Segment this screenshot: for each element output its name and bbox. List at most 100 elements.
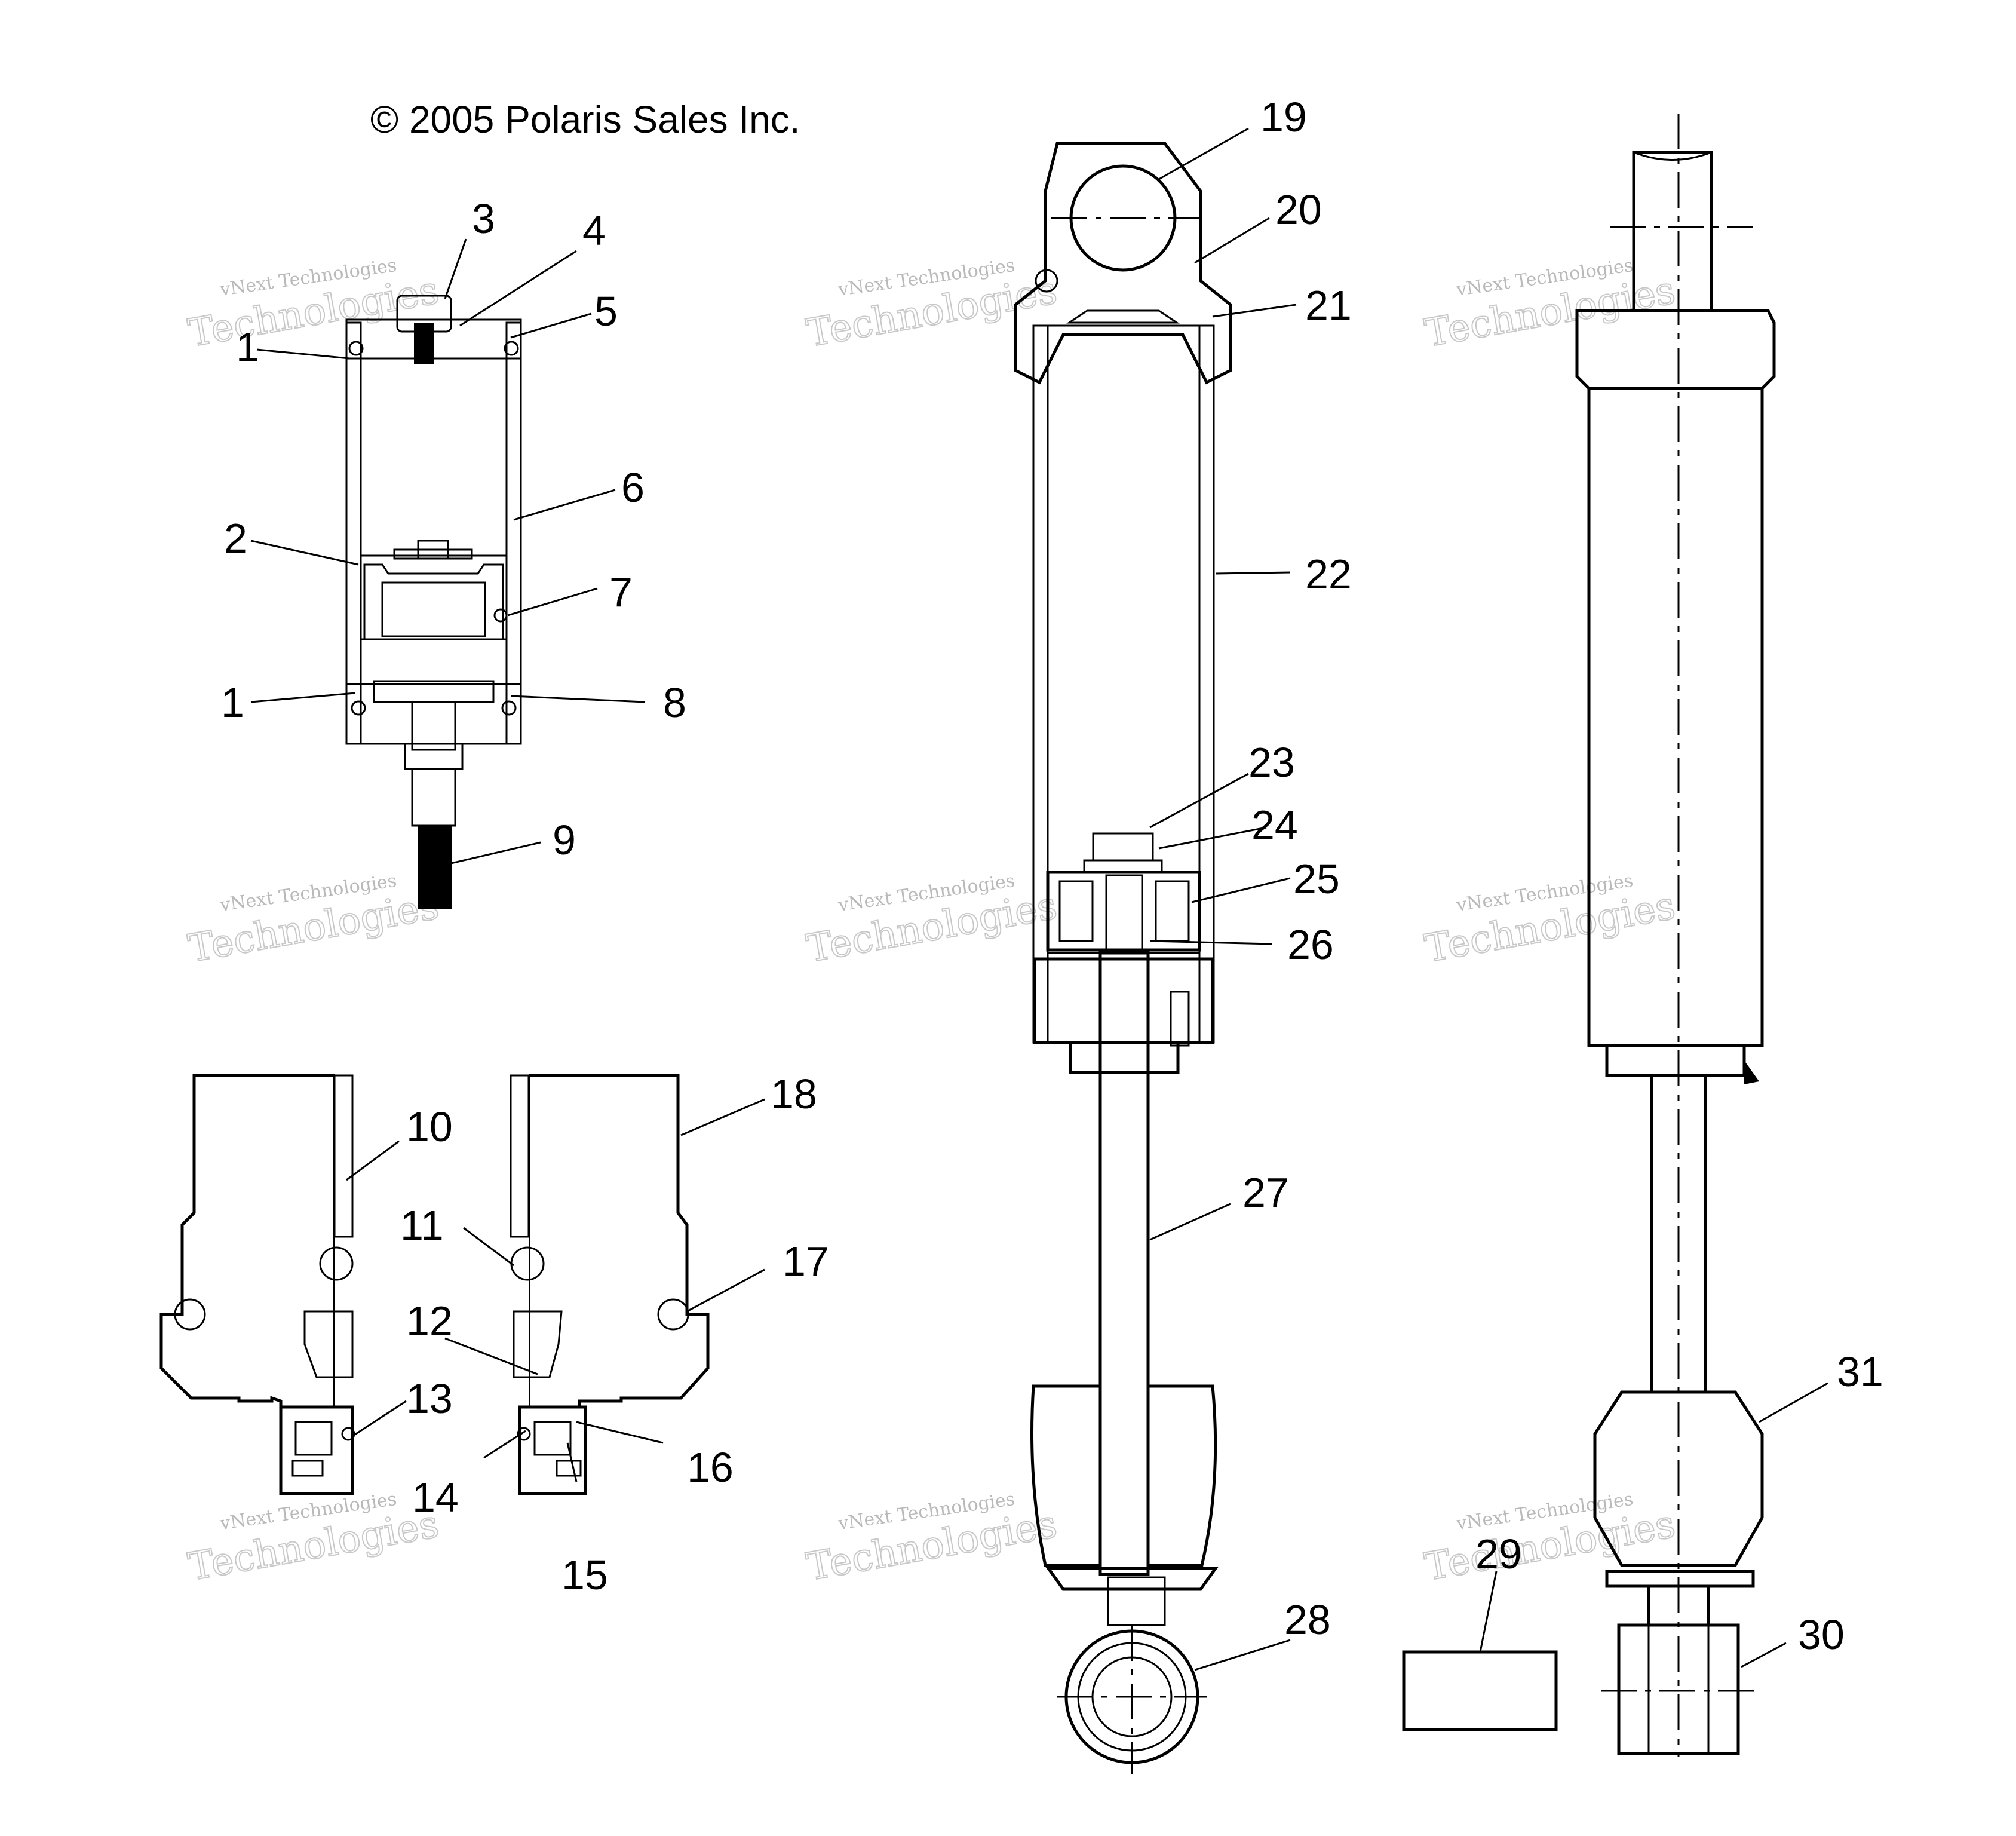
watermark-6: vNext Technologies Technologies bbox=[1421, 871, 1679, 972]
callout-30: 30 bbox=[1798, 1611, 1845, 1658]
reservoir-chamber bbox=[360, 357, 508, 557]
callout-3: 3 bbox=[472, 195, 495, 242]
washer-left bbox=[291, 1460, 324, 1477]
body-collar bbox=[1605, 1044, 1746, 1077]
callout-28: 28 bbox=[1284, 1596, 1331, 1643]
bumper-cup bbox=[1045, 1567, 1219, 1591]
bumper bbox=[1593, 1390, 1764, 1567]
fitting-nut bbox=[404, 743, 464, 770]
washer-right bbox=[556, 1460, 582, 1477]
piston-cavity bbox=[381, 581, 486, 637]
wiper-right bbox=[533, 1421, 572, 1456]
bushing-left bbox=[333, 1074, 354, 1238]
hose-fitting bbox=[411, 701, 456, 751]
rod-end-thread bbox=[1107, 1576, 1166, 1626]
callout-31: 31 bbox=[1837, 1348, 1883, 1395]
callout-13: 13 bbox=[406, 1375, 453, 1422]
hose bbox=[418, 826, 452, 909]
lower-chamber bbox=[360, 638, 508, 685]
callout-5: 5 bbox=[594, 288, 618, 335]
callout-19: 19 bbox=[1260, 94, 1307, 140]
watermark-9: vNext Technologies Technologies bbox=[1421, 1489, 1679, 1590]
watermark-5: vNext Technologies Technologies bbox=[803, 871, 1061, 972]
wiper-left bbox=[294, 1421, 333, 1456]
callout-17: 17 bbox=[783, 1238, 829, 1285]
leader-lines bbox=[250, 127, 1828, 1671]
callout-22: 22 bbox=[1305, 551, 1352, 597]
callout-20: 20 bbox=[1275, 186, 1322, 233]
piston-core bbox=[1105, 874, 1143, 954]
stud-edge bbox=[1633, 151, 1712, 161]
floating-piston-top bbox=[393, 548, 473, 560]
watermark-3: vNext Technologies Technologies bbox=[1421, 255, 1679, 357]
reservoir-bottom-cap bbox=[345, 683, 522, 745]
body-bore bbox=[1047, 324, 1201, 954]
floating-piston bbox=[363, 563, 504, 640]
piston-nut bbox=[1092, 832, 1154, 862]
callout-14: 14 bbox=[412, 1474, 459, 1521]
reservoir-wall-right bbox=[505, 321, 522, 745]
body-tube-right bbox=[1198, 324, 1215, 1044]
bleed-port bbox=[1170, 991, 1190, 1047]
callout-29: 29 bbox=[1475, 1531, 1522, 1577]
shaft bbox=[1098, 951, 1150, 1576]
piston-bleed-screw bbox=[417, 540, 449, 560]
shock-section bbox=[1014, 142, 1232, 1774]
bumper-plate bbox=[1605, 1570, 1755, 1588]
callout-8: 8 bbox=[663, 679, 686, 726]
seal-ring-left bbox=[319, 1246, 354, 1281]
callout-12: 12 bbox=[406, 1298, 453, 1344]
bushing-right bbox=[510, 1074, 530, 1238]
watermark-8: vNext Technologies Technologies bbox=[803, 1489, 1061, 1590]
body-cap bbox=[1575, 309, 1776, 390]
lower-rod-end bbox=[1617, 1623, 1740, 1755]
callout-11: 11 bbox=[400, 1202, 444, 1249]
retainer-left bbox=[279, 1405, 354, 1495]
body-tube-left bbox=[1032, 324, 1049, 1044]
seal-head-nose bbox=[1069, 1041, 1180, 1074]
callout-9: 9 bbox=[553, 817, 576, 863]
piston-o-ring bbox=[493, 608, 508, 623]
body-cylinder bbox=[1587, 387, 1764, 1047]
callout-18: 18 bbox=[771, 1071, 817, 1117]
callout-23: 23 bbox=[1248, 739, 1295, 786]
piston-valve-right bbox=[1155, 880, 1190, 942]
piston-washer bbox=[1083, 859, 1163, 873]
shock-exterior bbox=[1402, 114, 1776, 1757]
o-ring bbox=[504, 341, 519, 356]
shaft-seal-left bbox=[303, 1310, 354, 1378]
collar-arrow bbox=[1744, 1060, 1759, 1084]
callout-10: 10 bbox=[406, 1104, 453, 1150]
shaft-seal-right bbox=[513, 1310, 563, 1378]
callout-26: 26 bbox=[1287, 921, 1334, 968]
piston bbox=[1046, 871, 1201, 952]
upper-eyelet bbox=[1014, 142, 1232, 385]
snap-ring-right bbox=[517, 1427, 531, 1441]
cap-recess bbox=[1066, 309, 1180, 324]
callout-7: 7 bbox=[609, 569, 633, 615]
callout-24: 24 bbox=[1251, 802, 1298, 848]
callout-25: 25 bbox=[1293, 856, 1340, 902]
watermark-2: vNext Technologies Technologies bbox=[803, 255, 1061, 357]
copyright-notice: © 2005 Polaris Sales Inc. bbox=[370, 98, 800, 141]
piston-valve-left bbox=[1058, 880, 1094, 942]
callout-2: 2 bbox=[224, 515, 247, 562]
callout-6: 6 bbox=[621, 464, 645, 511]
bumper-left bbox=[1030, 1384, 1102, 1567]
spacer-bushing bbox=[1402, 1650, 1558, 1731]
watermark-4: vNext Technologies Technologies bbox=[185, 871, 443, 972]
callout-1a: 1 bbox=[236, 324, 259, 370]
outer-o-ring-left bbox=[174, 1298, 206, 1331]
reservoir-assembly bbox=[345, 295, 522, 909]
outer-o-ring-right bbox=[657, 1298, 689, 1331]
callout-16: 16 bbox=[687, 1444, 734, 1491]
callout-21: 21 bbox=[1305, 282, 1352, 329]
o-ring bbox=[501, 700, 517, 716]
callout-1b: 1 bbox=[221, 679, 244, 726]
o-ring bbox=[348, 341, 364, 356]
callout-27: 27 bbox=[1242, 1169, 1289, 1216]
callout-15: 15 bbox=[561, 1552, 608, 1598]
seal-head bbox=[1033, 957, 1214, 1044]
valve-core bbox=[414, 323, 434, 364]
